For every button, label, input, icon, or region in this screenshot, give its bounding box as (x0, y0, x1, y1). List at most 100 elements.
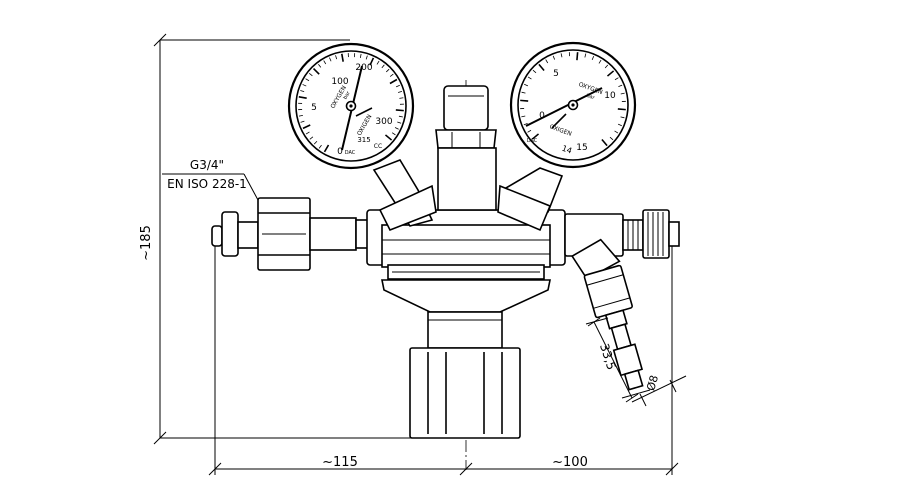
gauge-tick (394, 127, 399, 130)
gauge-tick (385, 68, 390, 73)
right-gauge-label-10: 10 (604, 91, 616, 101)
gauge-tick (521, 91, 526, 94)
gauge-tick (584, 53, 587, 58)
left-gauge-mark-oxigen: OXIGEN (356, 113, 374, 137)
height-dimension-label: ~185 (139, 225, 154, 261)
gauge-tick (520, 99, 529, 102)
gauge-tick (620, 116, 625, 119)
gauge-tick (545, 59, 549, 64)
gauge-tick (399, 97, 404, 99)
gauge-tick (604, 64, 609, 69)
right-gauge-ticks (520, 52, 626, 147)
gauge-tick (395, 84, 400, 88)
gauge-tick (398, 115, 403, 118)
inlet-standard-label: EN ISO 228-1 (167, 177, 247, 191)
gauge-tick (538, 63, 545, 72)
gauge-tick (384, 134, 393, 141)
gauge-tick (389, 73, 394, 77)
gauge-tick (617, 108, 626, 111)
gauge-tick (312, 67, 320, 75)
gauge-tick (598, 59, 602, 64)
gauge-tick (305, 131, 310, 135)
outlet-dimensions: 33,5 Ø8 (585, 317, 687, 407)
gauge-tick (381, 64, 385, 69)
gauge-tick (617, 123, 622, 127)
gauge-tick (527, 129, 532, 133)
right-gauge-mark-oxigen: OXIGEN (548, 123, 572, 137)
gauge-tick (300, 120, 305, 123)
gauge-tick (527, 76, 532, 80)
gauge-tick (524, 83, 529, 87)
gauge-tick (576, 52, 579, 61)
gauge-tick (395, 109, 404, 112)
gauge-tick (560, 53, 563, 58)
gauge-tick (397, 91, 403, 93)
inlet-thread-label: G3/4" (190, 158, 224, 172)
left-gauge-label-0: 0 (337, 147, 343, 157)
left-gauge-label-315: 315 (357, 136, 370, 144)
gauge-tick (323, 144, 330, 153)
gauge-tick (531, 133, 540, 140)
right-gauge-label-14: 14 (561, 144, 574, 156)
gauge-tick (376, 60, 380, 65)
gauge-tick (532, 69, 537, 74)
gauge-tick (309, 136, 314, 140)
right-width-label: ~100 (552, 455, 588, 470)
outlet-length-label: 33,5 (597, 342, 619, 372)
safety-valve (435, 85, 497, 211)
right-gauge-mark-bar: bar (585, 93, 596, 102)
gauge-tick (300, 90, 305, 93)
left-gauge-mark-bar: bar (342, 90, 352, 101)
gauge-tick (614, 130, 619, 134)
right-gauge-label-5: 5 (553, 69, 559, 79)
gauge-tick (609, 136, 614, 141)
gauge-tick (308, 73, 313, 77)
hose-outlet (571, 238, 644, 391)
outlet-diameter-label: Ø8 (644, 374, 661, 393)
gauge-tick (591, 56, 595, 61)
left-gauge-stem (372, 159, 437, 232)
right-gauge-mark-dac: DAC (527, 138, 538, 144)
right-gauge-label-0: 0 (539, 111, 545, 121)
left-gauge-label-5: 5 (311, 103, 317, 113)
gauge-tick (521, 115, 526, 118)
gauge-tick (606, 70, 615, 77)
right-gauge-needle (525, 87, 603, 127)
left-width-label: ~115 (322, 455, 358, 470)
left-gauge-label-100: 100 (331, 77, 348, 87)
left-gauge: 0 5 100 200 300 315 OXYGEN bar OXIGEN DA… (287, 42, 415, 170)
left-gauge-label-300: 300 (375, 117, 392, 127)
gauge-tick (614, 77, 619, 81)
gauge-tick (618, 84, 623, 88)
gauge-tick (318, 144, 322, 149)
adjusting-knob (409, 347, 521, 439)
gauge-tick (302, 124, 311, 130)
gauge-tick (365, 55, 368, 60)
left-gauge-ticks (298, 53, 404, 153)
gauge-tick (523, 122, 528, 126)
inlet-connection (211, 197, 371, 271)
gauge-tick (329, 57, 332, 62)
gauge-tick (397, 121, 402, 124)
gauge-tick (389, 78, 398, 85)
gauge-tick (601, 138, 608, 147)
gauge-tick (323, 60, 327, 65)
gauge-tick (298, 114, 303, 117)
gauge-tick (318, 63, 322, 68)
gauge-tick (341, 53, 344, 62)
gauge-tick (620, 92, 625, 95)
height-dimension: ~185 (139, 33, 420, 445)
right-gauge-label-15: 15 (576, 143, 587, 153)
outlet-valve (564, 209, 680, 259)
gauge-tick (369, 57, 375, 66)
left-gauge-mark-cc: CC (374, 143, 382, 150)
gauge-tick (302, 84, 307, 87)
gauge-tick (359, 53, 362, 58)
gauge-tick (298, 96, 307, 99)
inlet-thread-callout: G3/4" EN ISO 228-1 (162, 158, 259, 201)
gauge-tick (335, 55, 338, 60)
gauge-tick (305, 78, 310, 82)
gauge-tick (313, 140, 318, 145)
gauge-tick (391, 132, 396, 136)
